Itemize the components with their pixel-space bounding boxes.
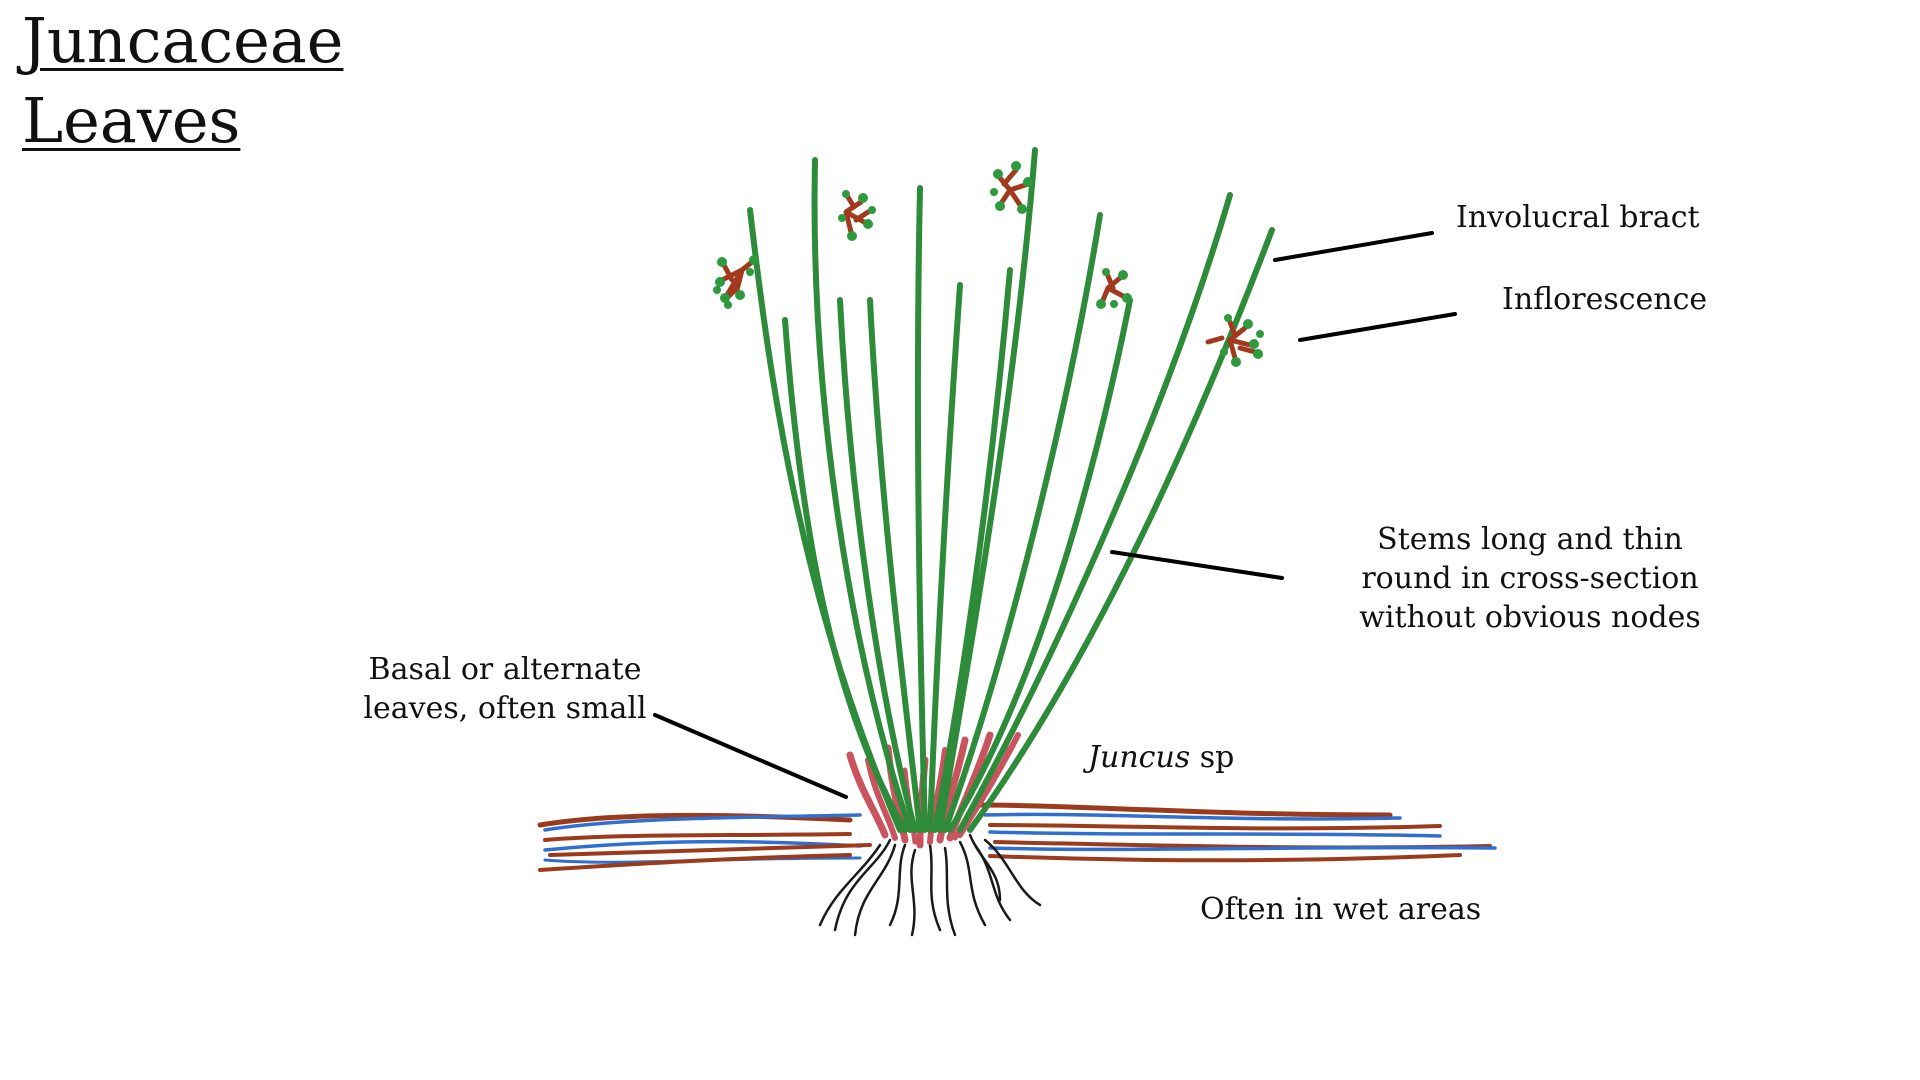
label-species-genus: Juncus bbox=[1088, 740, 1191, 775]
label-species-suffix: sp bbox=[1199, 740, 1235, 775]
label-habitat: Often in wet areas bbox=[1200, 892, 1482, 927]
stems bbox=[747, 147, 1275, 833]
label-stems-line-1: Stems long and thin bbox=[1377, 522, 1683, 557]
label-stems-line-3: without obvious nodes bbox=[1359, 600, 1701, 635]
label-species: Juncus sp bbox=[1088, 738, 1234, 777]
rhizome-right bbox=[977, 802, 1497, 863]
inflorescence-cluster-5 bbox=[1205, 314, 1264, 367]
inflorescences bbox=[713, 161, 1264, 367]
inflorescence-cluster-4 bbox=[1096, 268, 1132, 309]
inflorescence-cluster-2 bbox=[838, 190, 876, 241]
rhizome-left bbox=[537, 812, 872, 872]
inflorescence-cluster-1 bbox=[713, 255, 759, 309]
label-stems: Stems long and thin round in cross-secti… bbox=[1340, 520, 1720, 637]
leader-line-involucral-bract bbox=[1273, 231, 1434, 262]
inflorescence-cluster-3 bbox=[990, 161, 1033, 214]
label-basal-line-2: leaves, often small bbox=[363, 691, 647, 726]
leader-line-stems bbox=[1110, 550, 1284, 580]
label-basal-line-1: Basal or alternate bbox=[368, 652, 642, 687]
label-involucral-bract: Involucral bract bbox=[1456, 200, 1700, 235]
label-basal-leaves: Basal or alternate leaves, often small bbox=[360, 650, 650, 728]
page-title-family: Juncaceae bbox=[22, 4, 344, 77]
leader-line-basal-leaves bbox=[653, 713, 848, 799]
leader-lines bbox=[653, 231, 1457, 799]
leader-line-inflorescence bbox=[1298, 312, 1457, 342]
label-inflorescence: Inflorescence bbox=[1502, 282, 1708, 317]
label-stems-line-2: round in cross-section bbox=[1361, 561, 1699, 596]
roots bbox=[818, 833, 1042, 937]
page-title-topic: Leaves bbox=[22, 84, 241, 157]
